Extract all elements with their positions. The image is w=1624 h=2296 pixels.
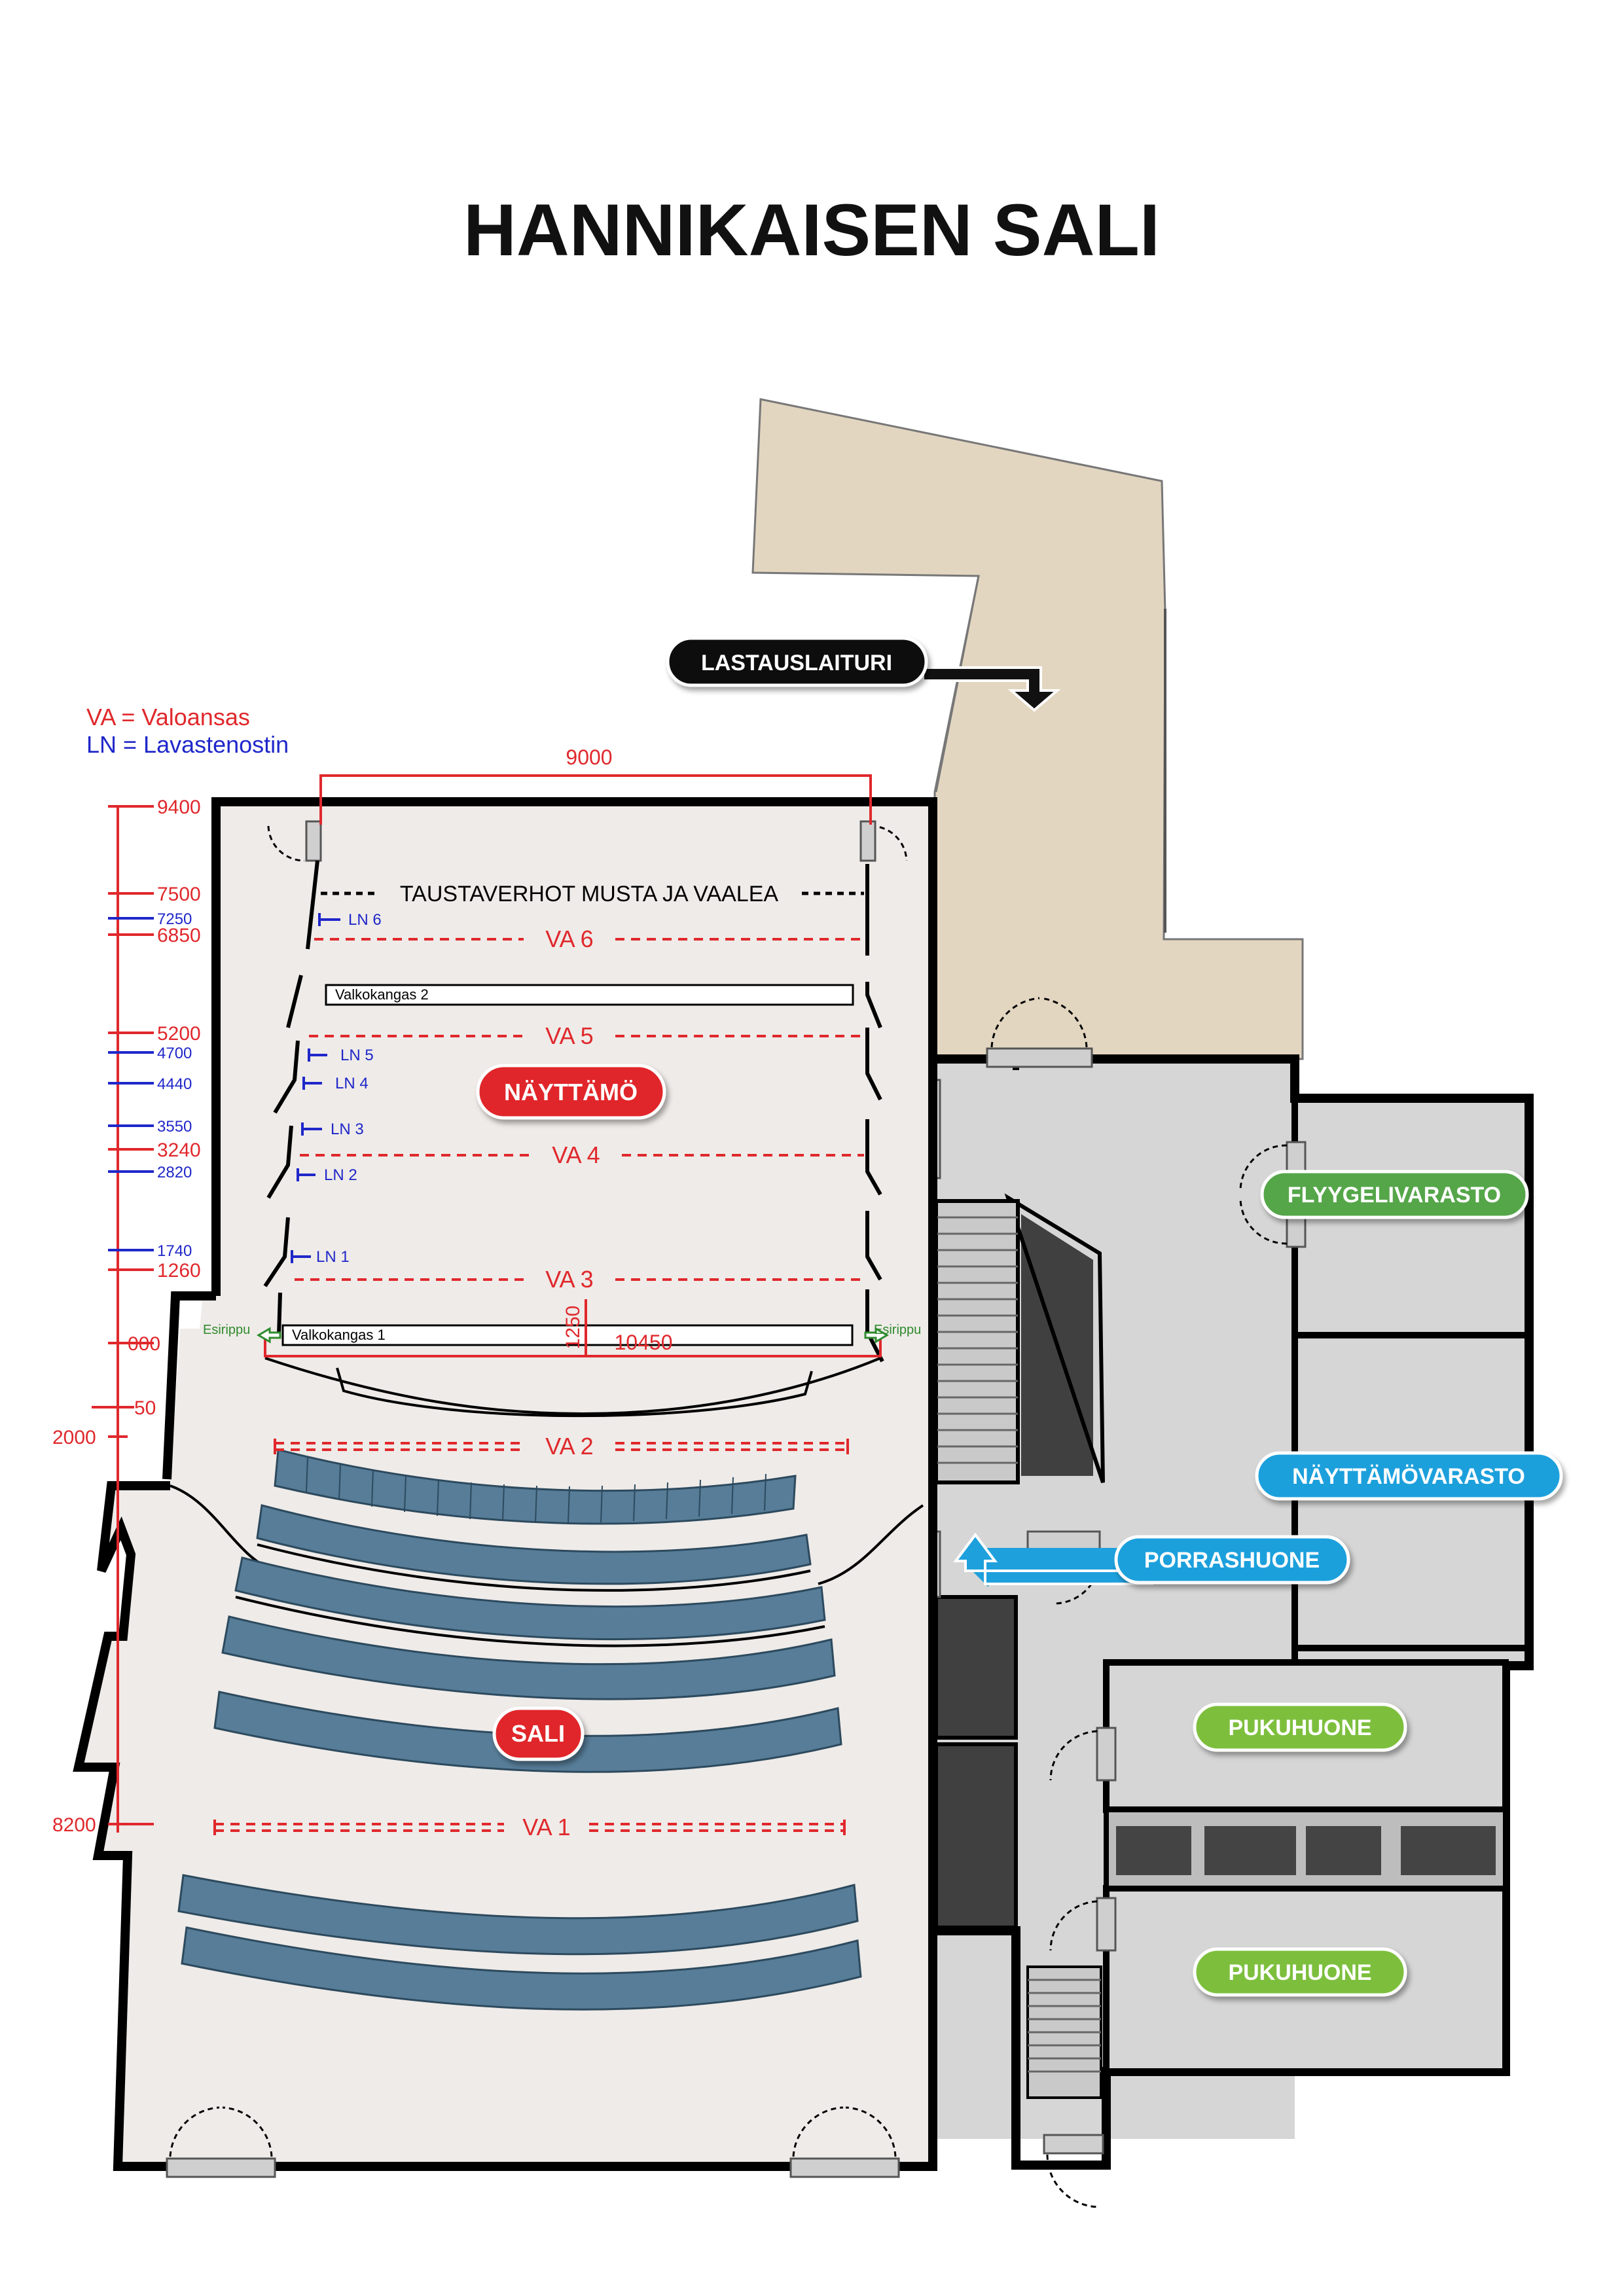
va-label: VA 4 xyxy=(552,1141,600,1168)
dressing-room-label: PUKUHUONE xyxy=(1193,1947,1407,1997)
loading-dock-area xyxy=(751,398,1304,1060)
scale-label: 3550 xyxy=(157,1118,192,1136)
proscenium-depth-label: 1250 xyxy=(562,1306,584,1350)
seat-row xyxy=(181,1926,862,2011)
scale-label: 2000 xyxy=(52,1427,96,1448)
scale-label: 000 xyxy=(128,1333,160,1355)
proscenium-width-label: 10450 xyxy=(615,1331,673,1354)
curtain-label-left: Esirippu xyxy=(203,1323,250,1337)
va-label: VA 5 xyxy=(545,1022,593,1049)
stairwell-arrow xyxy=(953,1532,1153,1587)
scale-label: 9400 xyxy=(157,797,201,818)
stage-label: NÄYTTÄMÖ xyxy=(476,1064,666,1120)
scale-ruler: 9400 7500 7250 6850 5200 4700 4440 3550 … xyxy=(52,797,201,1836)
scale-label: 7250 xyxy=(157,910,192,928)
stairwell-label: PORRASHUONE xyxy=(1114,1535,1350,1585)
dressing-room-label: PUKUHUONE xyxy=(1193,1702,1407,1752)
stage-lines xyxy=(213,891,864,1835)
scale-label: 3240 xyxy=(157,1139,201,1161)
backstage-rooms xyxy=(920,997,1534,2208)
seat-row xyxy=(213,1691,842,1773)
hall-text: SALI xyxy=(511,1720,565,1747)
ln-label: LN 4 xyxy=(335,1075,369,1092)
dressing-room-text: PUKUHUONE xyxy=(1228,1715,1371,1740)
ln-label: LN 6 xyxy=(348,911,382,929)
va-label: VA 3 xyxy=(545,1266,593,1293)
seat-row xyxy=(177,1874,859,1956)
proscenium-dimension xyxy=(264,1299,882,1357)
stage-width-label: 9000 xyxy=(566,745,612,769)
scale-label: 5200 xyxy=(157,1023,201,1045)
seat-row xyxy=(221,1615,836,1700)
page-title: HANNIKAISEN SALI xyxy=(463,189,1160,271)
backdrop-label: TAUSTAVERHOT MUSTA JA VAALEA xyxy=(400,882,778,906)
scale-label: 8200 xyxy=(52,1814,96,1836)
loading-dock-label: LASTAUSLAITURI xyxy=(666,636,928,687)
piano-storage-text: FLYYGELIVARASTO xyxy=(1288,1183,1501,1208)
seat-row xyxy=(234,1556,826,1641)
scale-label: 4440 xyxy=(157,1075,192,1093)
dressing-room-text: PUKUHUONE xyxy=(1228,1960,1371,1985)
legend-ln: LN = Lavastenostin xyxy=(86,731,289,758)
room-labels: LASTAUSLAITURI NÄYTTÄMÖ SALI FLYYGELIVAR… xyxy=(476,636,1563,1997)
scale-label: 1740 xyxy=(157,1242,192,1260)
va-label: VA 2 xyxy=(545,1433,593,1460)
curtain-arrows xyxy=(257,1327,889,1344)
ln-label: LN 1 xyxy=(316,1248,350,1266)
curtain-label-right: Esirippu xyxy=(874,1323,921,1337)
stage-wings xyxy=(263,860,884,1363)
stairwell-text: PORRASHUONE xyxy=(1144,1548,1320,1573)
loading-dock-text: LASTAUSLAITURI xyxy=(701,651,892,675)
ln-label: LN 2 xyxy=(324,1166,357,1184)
ln-label: LN 3 xyxy=(331,1121,364,1138)
scale-label: 50 xyxy=(134,1397,156,1419)
scale-label: 4700 xyxy=(157,1045,192,1062)
screen-2 xyxy=(325,984,854,1006)
loading-dock-arrow xyxy=(922,666,1061,712)
hoist-markers xyxy=(291,913,340,1263)
va-label: VA 1 xyxy=(522,1814,570,1840)
screen-1 xyxy=(281,1324,854,1346)
stage-apron xyxy=(264,1357,881,1418)
hall-label: SALI xyxy=(492,1706,585,1761)
piano-storage-label: FLYYGELIVARASTO xyxy=(1260,1170,1529,1219)
stage-storage-label: NÄYTTÄMÖVARASTO xyxy=(1255,1451,1563,1501)
scale-label: 1260 xyxy=(157,1260,201,1282)
scale-label: 6850 xyxy=(157,925,201,946)
ln-label: LN 5 xyxy=(340,1047,374,1064)
legend-va: VA = Valoansas xyxy=(86,704,250,730)
seat-row xyxy=(256,1504,812,1585)
stage-storage-text: NÄYTTÄMÖVARASTO xyxy=(1292,1464,1525,1489)
scale-label: 7500 xyxy=(157,884,201,905)
va-label: VA 6 xyxy=(545,925,593,952)
stage-width-dimension xyxy=(319,774,872,825)
screen-2-label: Valkokangas 2 xyxy=(335,986,429,1003)
seating xyxy=(177,1448,862,2011)
screen-1-label: Valkokangas 1 xyxy=(292,1327,386,1343)
stage-text: NÄYTTÄMÖ xyxy=(504,1079,638,1105)
scale-label: 2820 xyxy=(157,1164,192,1181)
